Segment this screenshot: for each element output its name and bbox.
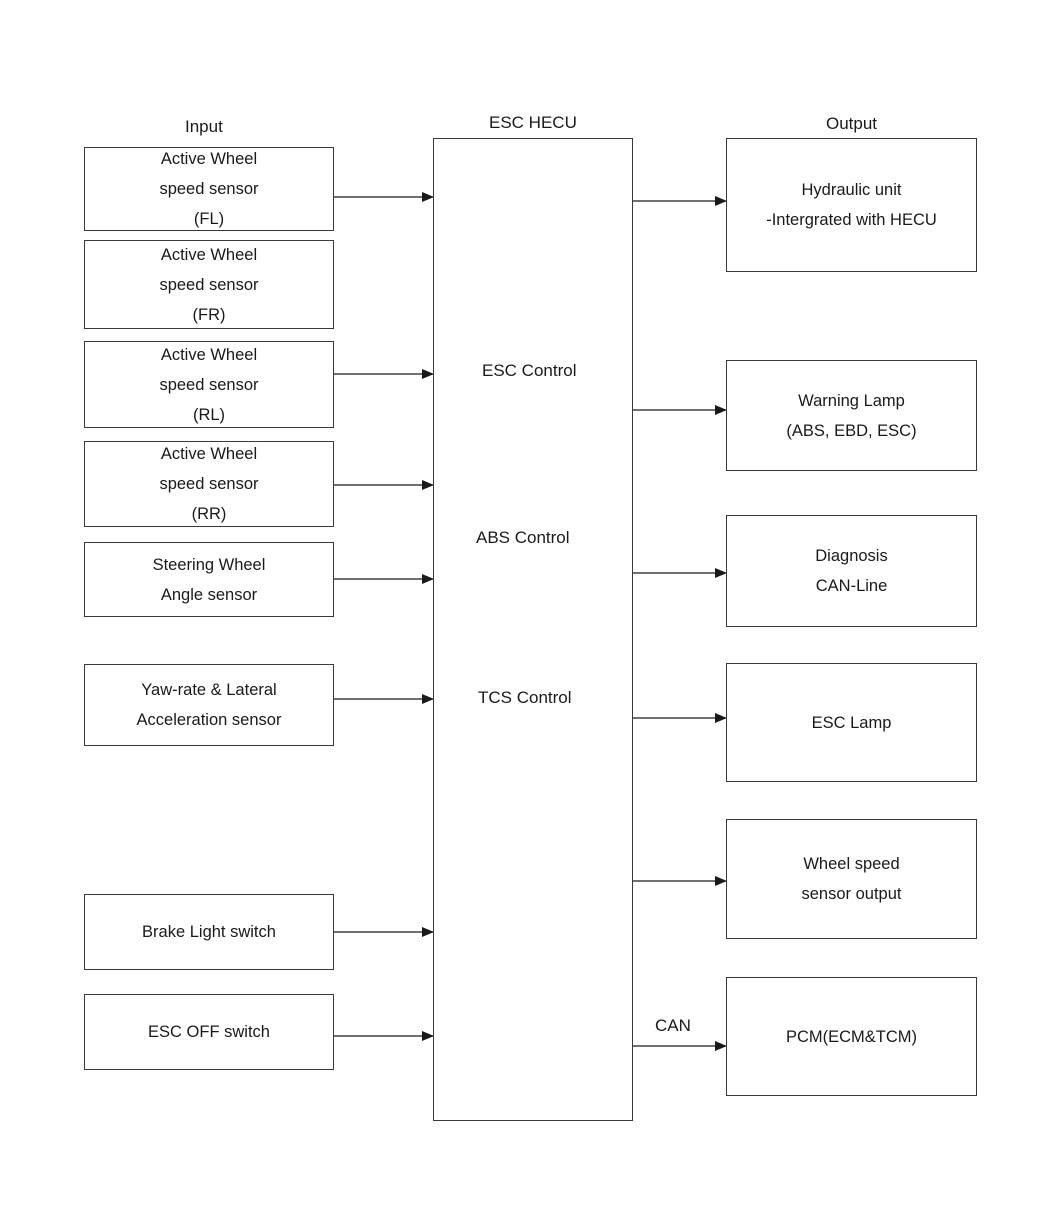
output-wheelspeed-line-1: Wheel speed <box>803 855 900 873</box>
input-rr-line-2: speed sensor <box>159 475 259 493</box>
input-rl-line-3: (RL) <box>192 405 226 424</box>
input-rr-line-3: (RR) <box>191 505 227 523</box>
input-box-escoff: ESC OFF switch <box>84 994 334 1070</box>
tcs-control-label: TCS Control <box>478 688 572 707</box>
output-box-diagnosis: Diagnosis CAN-Line <box>726 515 977 627</box>
input-rl-line-1: Active Wheel <box>160 345 258 364</box>
output-box-warning: Warning Lamp (ABS, EBD, ESC) <box>726 360 977 471</box>
input-box-rr: Active Wheel speed sensor (RR) <box>84 441 334 527</box>
input-steering-line-2: Angle sensor <box>160 585 258 604</box>
output-box-wheelspeed: Wheel speed sensor output <box>726 819 977 939</box>
input-box-brake: Brake Light switch <box>84 894 334 970</box>
output-hydraulic-line-1: Hydraulic unit <box>801 181 902 199</box>
input-rr-line-1: Active Wheel <box>160 445 258 463</box>
output-warning-line-1: Warning Lamp <box>798 391 905 410</box>
output-box-hydraulic: Hydraulic unit -Intergrated with HECU <box>726 138 977 272</box>
input-fl-line-2: speed sensor <box>159 180 259 198</box>
esc-control-label: ESC Control <box>482 361 577 380</box>
input-escoff-line-1: ESC OFF switch <box>148 1023 270 1041</box>
output-diagnosis-line-2: CAN-Line <box>815 577 888 595</box>
output-wheelspeed-line-2: sensor output <box>801 885 902 903</box>
input-header: Input <box>185 117 223 136</box>
input-fl-line-3: (FL) <box>193 210 225 228</box>
output-warning-line-2: (ABS, EBD, ESC) <box>786 421 917 440</box>
output-esclamp-line-1: ESC Lamp <box>811 713 892 732</box>
hecu-header: ESC HECU <box>489 113 577 132</box>
input-brake-line-1: Brake Light switch <box>142 923 276 941</box>
input-steering-line-1: Steering Wheel <box>152 555 266 574</box>
output-diagnosis-line-1: Diagnosis <box>815 547 888 565</box>
can-edge-label: CAN <box>655 1016 691 1035</box>
input-fr-line-1: Active Wheel <box>160 245 258 264</box>
input-yaw-line-2: Acceleration sensor <box>136 711 282 729</box>
abs-control-label: ABS Control <box>476 528 570 547</box>
input-yaw-line-1: Yaw-rate & Lateral <box>141 681 277 699</box>
input-fl-line-1: Active Wheel <box>160 150 258 168</box>
input-box-fr: Active Wheel speed sensor (FR) <box>84 240 334 329</box>
input-box-fl: Active Wheel speed sensor (FL) <box>84 147 334 231</box>
input-fr-line-2: speed sensor <box>159 275 259 294</box>
output-pcm-line-1: PCM(ECM&TCM) <box>785 1027 918 1046</box>
input-rl-line-2: speed sensor <box>159 375 259 394</box>
input-fr-line-3: (FR) <box>192 305 226 324</box>
output-header: Output <box>826 114 878 133</box>
input-box-steering: Steering Wheel Angle sensor <box>84 542 334 617</box>
input-box-yaw: Yaw-rate & Lateral Acceleration sensor <box>84 664 334 746</box>
hecu-box <box>433 138 633 1121</box>
output-hydraulic-line-2: -Intergrated with HECU <box>766 211 937 229</box>
output-box-esclamp: ESC Lamp <box>726 663 977 782</box>
input-box-rl: Active Wheel speed sensor (RL) <box>84 341 334 428</box>
output-box-pcm: PCM(ECM&TCM) <box>726 977 977 1096</box>
